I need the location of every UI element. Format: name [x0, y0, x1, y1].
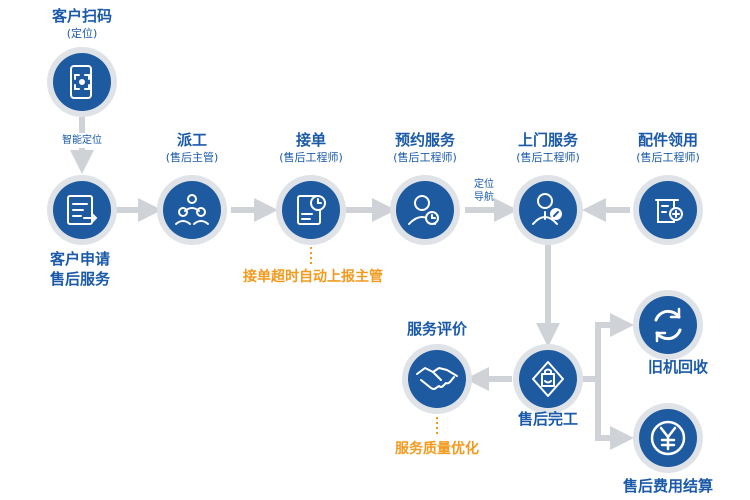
user-clock-icon: [408, 195, 439, 225]
node-apply-title2: 售后服务: [49, 270, 111, 288]
node-scan: [47, 47, 117, 117]
node-appointment-sub: (售后工程师): [393, 151, 457, 164]
node-accept-sub: (售后工程师): [279, 151, 343, 164]
edge-locate-nav-2: 导航: [474, 192, 494, 203]
form-arrow-icon: [67, 195, 98, 225]
node-scan-sub: (定位): [66, 27, 98, 40]
node-review: [402, 344, 472, 414]
annotation-auto-report: 接单超时自动上报主管: [243, 269, 383, 285]
node-recycle: [633, 290, 703, 360]
engineer-tool-icon: [532, 193, 562, 225]
node-apply-title: 客户申请: [49, 250, 111, 268]
node-dispatch-title: 派工: [176, 131, 208, 149]
node-complete: [513, 344, 583, 414]
node-accept: [276, 175, 346, 245]
node-apply: [47, 175, 117, 245]
node-dispatch: [157, 175, 227, 245]
node-settlement-title: 售后费用结算: [622, 477, 714, 495]
yuan-coin-icon: [650, 420, 686, 456]
node-onsite-sub: (售后工程师): [516, 151, 580, 164]
node-parts-sub: (售后工程师): [636, 151, 700, 164]
team-icon: [175, 194, 209, 225]
handshake-icon: [416, 367, 458, 390]
document-clock-icon: [297, 195, 326, 225]
node-complete-title: 售后完工: [517, 410, 579, 428]
edge-locate-nav-1: 定位: [474, 179, 494, 190]
node-accept-title: 接单: [295, 131, 327, 149]
parts-box-icon: [655, 199, 683, 223]
node-review-title: 服务评价: [406, 320, 468, 338]
node-appointment: [390, 175, 460, 245]
node-scan-title: 客户扫码: [51, 7, 113, 25]
node-parts: [633, 175, 703, 245]
qr-scan-phone-icon: [70, 65, 92, 99]
node-recycle-title: 旧机回收: [647, 358, 709, 376]
node-parts-title: 配件领用: [637, 131, 699, 149]
node-onsite-title: 上门服务: [517, 131, 579, 149]
recycle-arrows-icon: [654, 307, 682, 343]
node-onsite: [513, 175, 583, 245]
arrow-complete-to-recycle: [582, 313, 634, 382]
flow-arrows: [70, 117, 634, 450]
edge-smart-locate: 智能定位: [60, 133, 104, 148]
node-appointment-title: 预约服务: [394, 131, 456, 149]
arrow-complete-to-settlement: [595, 379, 634, 450]
node-dispatch-sub: (售后主管): [165, 151, 219, 164]
node-settlement: [633, 403, 703, 473]
shopping-bag-icon: [532, 361, 564, 397]
annotation-quality: 服务质量优化: [395, 441, 479, 457]
